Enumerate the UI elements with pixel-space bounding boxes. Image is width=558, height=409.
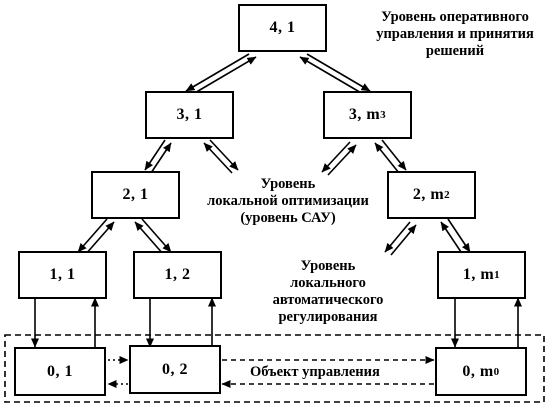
node-subscript: 3	[380, 109, 387, 121]
node-subscript: 1	[494, 269, 501, 281]
arrow-31-to-41	[192, 56, 257, 95]
caption-line: Уровень	[260, 176, 316, 192]
node-label: 4, 1	[269, 19, 296, 36]
node-0-1: 0, 1	[14, 347, 106, 396]
arrow-3m-to-level-opt	[321, 141, 351, 173]
caption-operational-level: Уровень оперативного управления и принят…	[360, 9, 550, 60]
node-label: 0, m	[462, 362, 494, 380]
arrow-31-to-level-opt	[209, 139, 239, 171]
node-1-2: 1, 2	[133, 251, 222, 299]
node-label: 1, m	[462, 266, 495, 283]
arrow-11-to-21	[84, 221, 115, 256]
arrow-21-to-12	[141, 218, 172, 253]
arrow-2m-to-1m	[447, 218, 471, 253]
node-label: 2, 1	[122, 186, 149, 203]
caption-line: Уровень оперативного	[381, 9, 529, 25]
caption-line: локального	[290, 275, 366, 291]
arrow-12-to-21	[134, 221, 165, 256]
node-label: 2, m	[412, 186, 445, 203]
caption-line: (уровень САУ)	[240, 210, 336, 226]
node-label: 3, 1	[176, 106, 203, 123]
caption-line: решений	[425, 43, 485, 59]
control-object-boundary	[4, 334, 545, 403]
node-1-1: 1, 1	[18, 251, 107, 299]
arrow-3m-to-41	[299, 56, 364, 95]
arrow-1m-to-2m	[440, 221, 464, 256]
node-label: 0, 1	[47, 362, 73, 380]
caption-line: управления и принятия	[376, 26, 534, 42]
arrow-31-to-21	[144, 139, 166, 171]
caption-line: Уровень	[300, 258, 356, 274]
caption-line: автоматического	[272, 292, 384, 308]
node-label: 0, 2	[162, 360, 188, 378]
arrow-41-to-31	[185, 53, 250, 92]
node-2-1: 2, 1	[91, 171, 180, 219]
caption-line: регулирования	[278, 309, 378, 325]
caption-control-object: Объект управления	[250, 364, 380, 380]
arrow-level-opt-to-3m	[327, 144, 357, 176]
node-label: 1, 1	[49, 266, 76, 283]
arrow-21-to-31	[150, 142, 172, 174]
caption-local-regulation-level: Уровень локального автоматического регул…	[258, 258, 398, 326]
arrow-2m-to-level-reg	[384, 221, 411, 253]
arrow-level-opt-to-31	[203, 142, 233, 174]
caption-line: локальной оптимизации	[207, 193, 369, 209]
arrow-21-to-11	[77, 218, 108, 253]
arrow-level-reg-to-2m	[390, 224, 417, 256]
caption-local-optimization-level: Уровень локальной оптимизации (уровень С…	[182, 176, 394, 227]
node-label: 1, 2	[164, 266, 191, 283]
node-3-1: 3, 1	[145, 91, 234, 139]
arrow-41-to-3m	[306, 53, 371, 92]
arrow-2m-to-3m	[374, 142, 400, 174]
node-label: 3, m	[348, 106, 381, 123]
node-4-1: 4, 1	[238, 4, 327, 52]
node-subscript: 0	[493, 365, 500, 378]
arrow-3m-to-2m	[381, 139, 407, 171]
node-subscript: 2	[444, 189, 451, 201]
node-0-2: 0, 2	[129, 345, 221, 394]
